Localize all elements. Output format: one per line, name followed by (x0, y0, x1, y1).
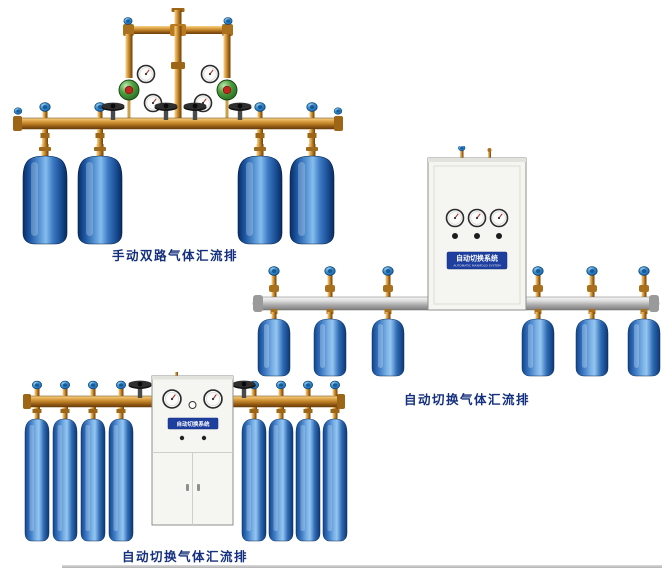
pressure-gauge-icon (200, 64, 220, 84)
pressure-gauge-icon (162, 389, 182, 409)
cabinet-label-text: 自动切换系统 (456, 254, 498, 263)
auto-switching-double-door-svg: 自动切换系统 (23, 372, 348, 542)
handwheel-valve-black-icon (228, 102, 252, 120)
panel-knob-icon (201, 435, 207, 441)
gas-cylinder (52, 412, 78, 542)
valve-knob-blue-icon (638, 266, 650, 276)
auto-switching-manifold-illustration: 自动切换系统 AUTOMATIC MANIFOLD SYSTEM (250, 146, 662, 382)
valve-knob-blue-icon (306, 102, 318, 112)
cylinder-bank (257, 309, 661, 377)
pipe-station-valves (31, 380, 341, 396)
valve-knob-blue-icon (275, 380, 287, 390)
pipe-station-valves (268, 266, 650, 300)
control-cabinet: 自动切换系统 AUTOMATIC MANIFOLD SYSTEM (427, 146, 527, 311)
auto-switching-double-door-illustration: 自动切换系统 (14, 372, 364, 558)
cylinder-bank (24, 407, 348, 542)
manual-dual-manifold-illustration (8, 6, 348, 248)
panel-knob-icon (474, 233, 480, 239)
regulator-green-icon (118, 79, 140, 101)
pressure-gauge-icon (467, 208, 487, 228)
gas-cylinder (322, 412, 348, 542)
valve-knob-blue-icon (329, 380, 341, 390)
gas-cylinder (24, 412, 50, 542)
gas-cylinder (627, 311, 661, 377)
handwheel-valve-black-icon (128, 380, 152, 398)
gas-cylinder (575, 311, 609, 377)
valve-knob-blue-icon (39, 102, 51, 112)
regulator-green-icon (216, 79, 238, 101)
gas-cylinder (108, 412, 134, 542)
gas-cylinder (313, 311, 347, 377)
valve-knob-blue-icon (254, 102, 266, 112)
pressure-gauge-icon (203, 389, 223, 409)
valve-knob-blue-icon (59, 380, 71, 390)
gas-cylinder (241, 412, 267, 542)
cabinet-name-plate: 自动切换系统 (167, 417, 219, 430)
gas-cylinder (295, 412, 321, 542)
valve-knob-blue-icon (13, 107, 23, 115)
caption-auto-switching-small: 自动切换气体汇流排 (122, 549, 249, 564)
panel-knob-icon (452, 233, 458, 239)
valve-knob-blue-icon (31, 380, 43, 390)
gas-cylinder (521, 311, 555, 377)
top-header-pipes (123, 8, 233, 118)
gas-cylinder (268, 412, 294, 542)
handwheel-valve-black-icon (154, 102, 178, 120)
valve-knob-blue-icon (586, 266, 598, 276)
handwheel-valve-black-icon (101, 102, 125, 120)
valve-knob-blue-icon (115, 380, 127, 390)
caption-manual-dual: 手动双路气体汇流排 (112, 248, 239, 263)
valve-knob-blue-icon (532, 266, 544, 276)
pressure-gauge-icon (136, 64, 156, 84)
bottom-divider (62, 565, 662, 568)
pressure-regulator-right (193, 64, 238, 122)
valve-knob-blue-icon (382, 266, 394, 276)
auto-switching-manifold-svg: 自动切换系统 AUTOMATIC MANIFOLD SYSTEM (252, 146, 661, 377)
gas-cylinder (80, 412, 106, 542)
gas-cylinder (22, 143, 68, 245)
pressure-gauge-icon (445, 208, 465, 228)
valve-knob-blue-icon (87, 380, 99, 390)
panel-knob-icon (179, 435, 185, 441)
control-cabinet: 自动切换系统 (151, 372, 234, 526)
valve-knob-blue-icon (302, 380, 314, 390)
manifold-pipe-brass (13, 116, 343, 131)
door-handle-icon (186, 484, 189, 491)
caption-auto-switching-large: 自动切换气体汇流排 (404, 392, 531, 407)
pressure-regulator-left (118, 64, 163, 122)
cabinet-label-text: 自动切换系统 (176, 420, 210, 428)
panel-knob-icon (496, 233, 502, 239)
valve-knob-blue-icon (223, 17, 233, 25)
cabinet-sublabel-text: AUTOMATIC MANIFOLD SYSTEM (453, 264, 501, 268)
valve-knob-blue-icon (268, 266, 280, 276)
gas-cylinder (257, 311, 291, 377)
cylinder-bank (22, 129, 335, 245)
valve-knob-blue-icon (457, 146, 466, 152)
valve-knob-blue-icon (324, 266, 336, 276)
valve-knob-blue-icon (333, 107, 343, 115)
pressure-gauge-icon (188, 401, 197, 409)
manual-dual-manifold-svg (13, 8, 343, 245)
pipe-station-valves (13, 102, 343, 118)
door-handle-icon (197, 484, 200, 491)
gas-cylinder (371, 311, 405, 377)
valve-knob-blue-icon (123, 17, 133, 25)
cabinet-name-plate: 自动切换系统 AUTOMATIC MANIFOLD SYSTEM (446, 251, 508, 270)
pressure-gauge-icon (489, 208, 509, 228)
gas-cylinder (77, 143, 123, 245)
